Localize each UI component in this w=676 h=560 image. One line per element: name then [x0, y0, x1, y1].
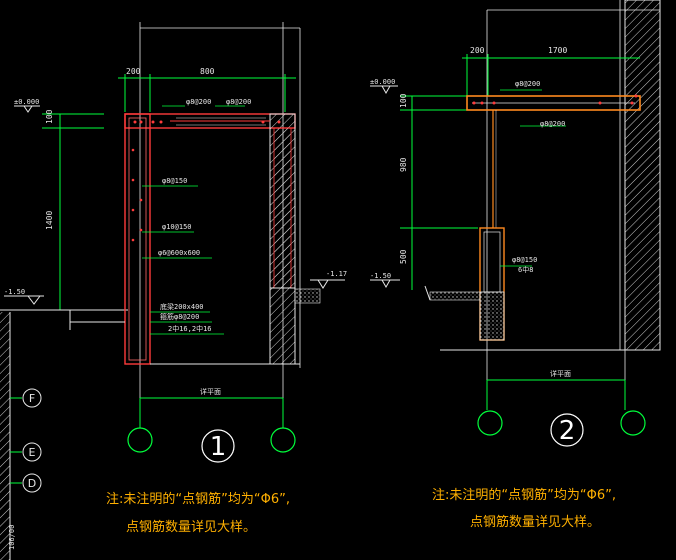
- detail-2: 200 1700 ±0.000 100 980 500 -1.50: [370, 0, 661, 447]
- d1-rebar-4: φ10@150: [162, 223, 192, 231]
- d2-axis-bubble-left: [477, 410, 503, 436]
- d2-dim-500: 500: [399, 249, 408, 264]
- d1-rebar-1: φ8@200: [186, 98, 211, 106]
- d2-dim-1700: 1700: [548, 46, 567, 55]
- d1-detail-number: 1: [210, 432, 227, 462]
- note1-line2: 点钢筋数量详见大样。: [126, 519, 256, 535]
- d2-rebar-leaders: [500, 89, 566, 267]
- d1-axis-bubble-left: [127, 427, 153, 453]
- d1-dim-1400: 1400: [45, 211, 54, 230]
- d2-dim-100: 100: [399, 93, 408, 108]
- d1-dim-100: 100: [45, 109, 54, 124]
- d1-detail-number-circle: [201, 429, 235, 463]
- axis-bubble-d: [22, 473, 42, 493]
- d1-rebar-leaders: [142, 105, 245, 335]
- note2-line2: 点钢筋数量详见大样。: [470, 514, 600, 530]
- d2-dim-980: 980: [399, 157, 408, 172]
- d2-canopy-slab: [466, 95, 641, 111]
- d1-elev-bottom: -1.50: [4, 288, 25, 296]
- d1-rebar-6: 底梁200x400: [160, 302, 204, 311]
- detail-1: 200 800 ±0.000 100 1400 -1.50: [0, 22, 347, 463]
- axis-label-f: F: [29, 392, 35, 405]
- d1-elev-top: ±0.000: [14, 98, 39, 106]
- d2-rebar-3: φ8@150: [512, 256, 537, 264]
- d2-rebar-1: φ8@200: [515, 80, 540, 88]
- d1-rebar-dots: [131, 120, 281, 242]
- d2-elev-top: ±0.000: [370, 78, 395, 86]
- axis-label-d: D: [28, 477, 36, 490]
- d1-rebar-5: φ6@600x600: [158, 249, 200, 257]
- d1-soil: [294, 288, 321, 304]
- d2-section-label: 详平面: [550, 369, 571, 378]
- note1-line1: 注:未注明的“点钢筋”均为“Φ6”,: [106, 491, 290, 507]
- d2-right-wall-hatch: [624, 0, 661, 351]
- d2-rebar-dots: [472, 94, 638, 105]
- bottom-left-text: 106/00: [8, 525, 16, 550]
- d1-rebar-2: φ8@200: [226, 98, 251, 106]
- d1-dim-200: 200: [126, 67, 141, 76]
- axis-label-e: E: [29, 446, 36, 459]
- notes: 注:未注明的“点钢筋”均为“Φ6”, 点钢筋数量详见大样。 注:未注明的“点钢筋…: [106, 487, 616, 535]
- d2-axis-bubble-right: [620, 410, 646, 436]
- d2-rebar-2: φ8@200: [540, 120, 565, 128]
- d1-section-label: 详平面: [200, 387, 221, 396]
- left-axis-strip: F E D 106/00: [0, 312, 42, 560]
- d1-rebar-3: φ8@150: [162, 177, 187, 185]
- d2-dim-200: 200: [470, 46, 485, 55]
- d2-detail-number: 2: [559, 416, 576, 446]
- axis-bubble-f: [22, 388, 42, 408]
- note2-line1: 注:未注明的“点钢筋”均为“Φ6”,: [432, 487, 616, 503]
- d1-axis-bubble-right: [270, 427, 296, 453]
- axis-bubble-e: [22, 442, 42, 462]
- d2-rebar-4: 6中8: [518, 265, 533, 274]
- d2-detail-number-circle: [550, 413, 584, 447]
- d2-footing-fill: [479, 291, 505, 341]
- d1-rebar-8: 2中16,2中16: [168, 324, 212, 333]
- d1-elev-right: -1.17: [326, 270, 347, 278]
- d1-rebar-7: 箍筋φ8@200: [160, 312, 199, 321]
- d1-dim-800: 800: [200, 67, 215, 76]
- left-wall-hatch: [0, 312, 10, 560]
- d2-elev-bottom: -1.50: [370, 272, 391, 280]
